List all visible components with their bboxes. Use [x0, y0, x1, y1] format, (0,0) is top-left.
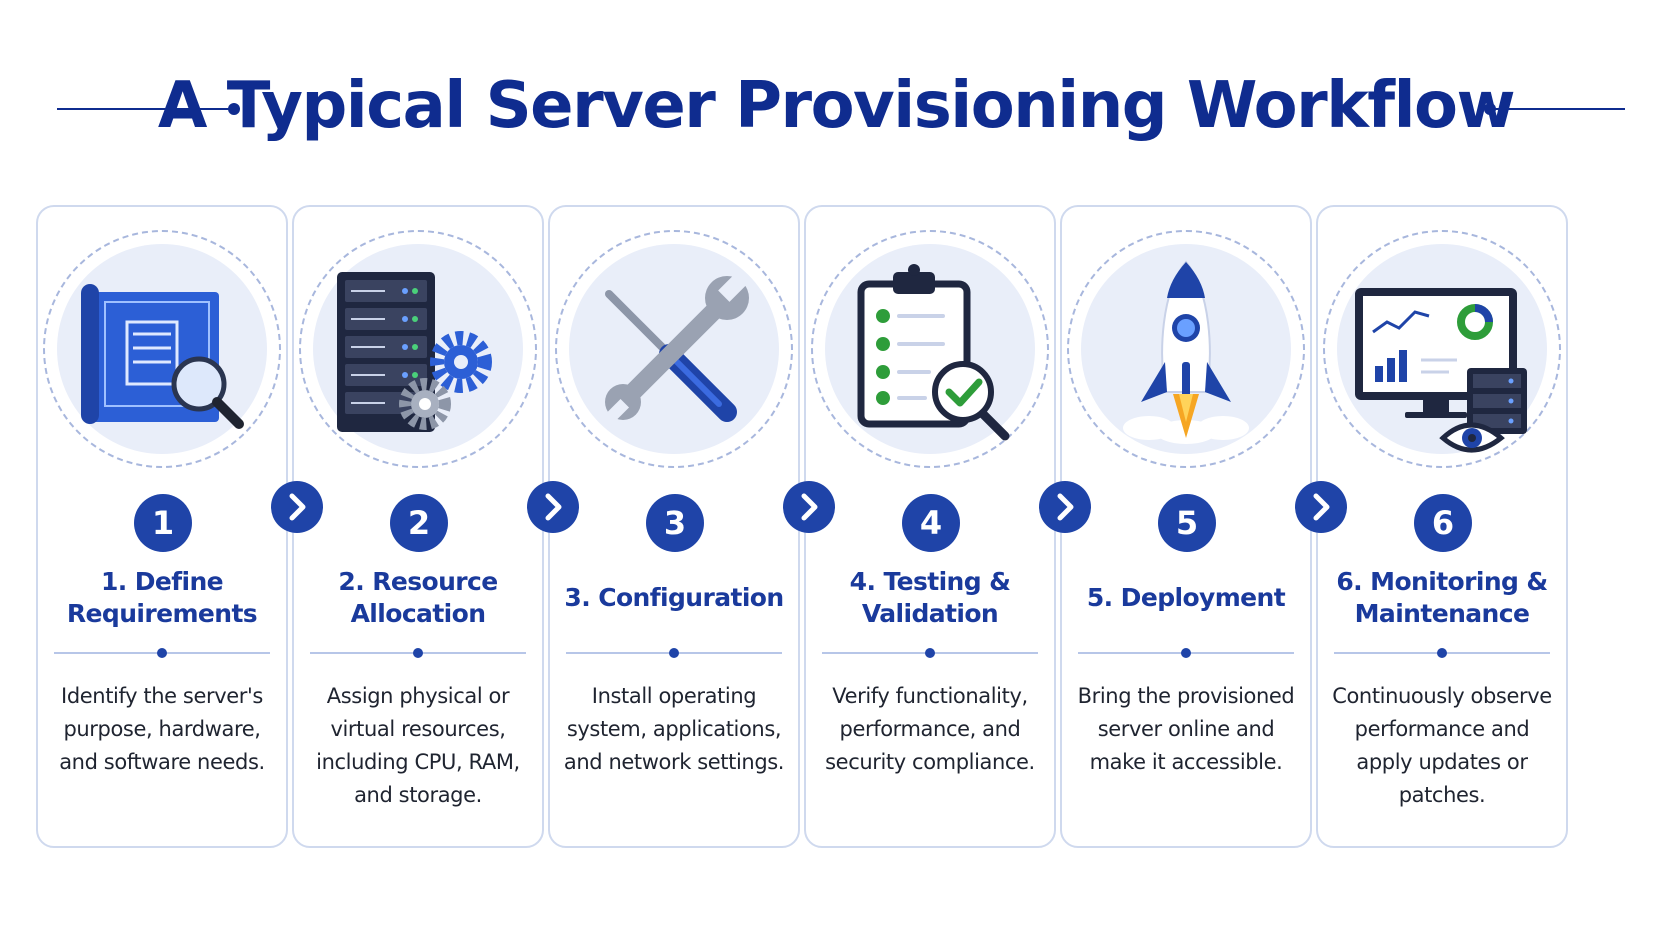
step-title: 2. Resource Allocation	[338, 567, 498, 628]
step-divider	[566, 648, 782, 658]
step-title: 5. Deployment	[1086, 583, 1286, 612]
step-icon-disc	[1323, 230, 1561, 468]
step-divider	[1334, 648, 1550, 658]
step-card-5: 5 5. Deployment Bring the provisioned se…	[1060, 205, 1312, 848]
step-divider	[310, 648, 526, 658]
chevron-right-icon	[271, 481, 323, 533]
rocket-icon	[1123, 260, 1249, 444]
chevron-right-icon	[527, 481, 579, 533]
chevron-right-icon	[1039, 481, 1091, 533]
step-divider	[54, 648, 270, 658]
step-description: Continuously observe performance and app…	[1332, 684, 1552, 807]
step-icon-disc	[43, 230, 281, 468]
step-title: 6. Monitoring & Maintenance	[1336, 567, 1548, 628]
step-title: 4. Testing & Validation	[849, 567, 1011, 628]
title-line-left	[57, 108, 235, 110]
step-icon-disc	[811, 230, 1049, 468]
chevron-right-icon	[1295, 481, 1347, 533]
step-number-badge: 1	[134, 494, 192, 552]
page-title: A Typical Server Provisioning Workflow	[157, 69, 1516, 143]
step-title: 3. Configuration	[564, 583, 784, 612]
step-card-3: 3 3. Configuration Install operating sys…	[548, 205, 800, 848]
step-divider	[1078, 648, 1294, 658]
step-description: Identify the server's purpose, hardware,…	[59, 684, 265, 774]
step-description: Install operating system, applications, …	[563, 684, 785, 774]
chevron-right-icon	[783, 481, 835, 533]
step-number-badge: 3	[646, 494, 704, 552]
title-row: A Typical Server Provisioning Workflow	[0, 58, 1672, 158]
step-number-badge: 2	[390, 494, 448, 552]
step-number-badge: 6	[1414, 494, 1472, 552]
step-number-badge: 4	[902, 494, 960, 552]
step-icon-disc	[299, 230, 537, 468]
title-line-right	[1489, 108, 1625, 110]
server-rack-gears-icon	[337, 272, 492, 432]
step-description: Assign physical or virtual resources, in…	[316, 684, 520, 807]
wrench-screwdriver-icon	[604, 272, 749, 424]
clipboard-checklist-icon	[857, 264, 1010, 441]
step-icon-disc	[1067, 230, 1305, 468]
step-icon-disc	[555, 230, 793, 468]
step-title: 1. Define Requirements	[66, 567, 258, 628]
step-description: Verify functionality, performance, and s…	[825, 684, 1035, 774]
step-divider	[822, 648, 1038, 658]
step-card-1: 1 1. Define Requirements Identify the se…	[36, 205, 288, 848]
step-number-badge: 5	[1158, 494, 1216, 552]
step-description: Bring the provisioned server online and …	[1077, 684, 1295, 774]
step-card-4: 4 4. Testing & Validation Verify functio…	[804, 205, 1056, 848]
title-dot-left	[228, 103, 240, 115]
step-card-2: 2 2. Resource Allocation Assign physical…	[292, 205, 544, 848]
step-card-6: 6 6. Monitoring & Maintenance Continuous…	[1316, 205, 1568, 848]
blueprint-magnifier-icon	[81, 284, 244, 429]
monitor-eye-icon	[1355, 288, 1527, 453]
